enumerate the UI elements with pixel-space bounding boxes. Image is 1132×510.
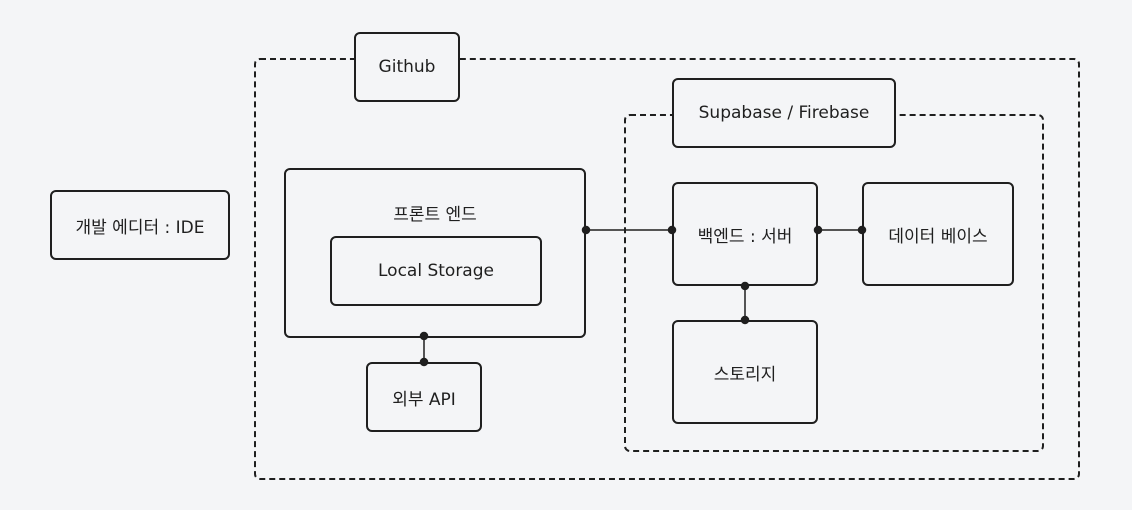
external-api-node: 외부 API xyxy=(366,362,482,432)
database-node: 데이터 베이스 xyxy=(862,182,1014,286)
supabase-firebase-label: Supabase / Firebase xyxy=(672,78,896,148)
backend-server-node: 백엔드 : 서버 xyxy=(672,182,818,286)
local-storage-node: Local Storage xyxy=(330,236,542,306)
storage-node: 스토리지 xyxy=(672,320,818,424)
frontend-label: 프론트 엔드 xyxy=(393,205,477,225)
github-label: Github xyxy=(354,32,460,102)
ide-node: 개발 에디터 : IDE xyxy=(50,190,230,260)
github-group xyxy=(254,58,1080,480)
